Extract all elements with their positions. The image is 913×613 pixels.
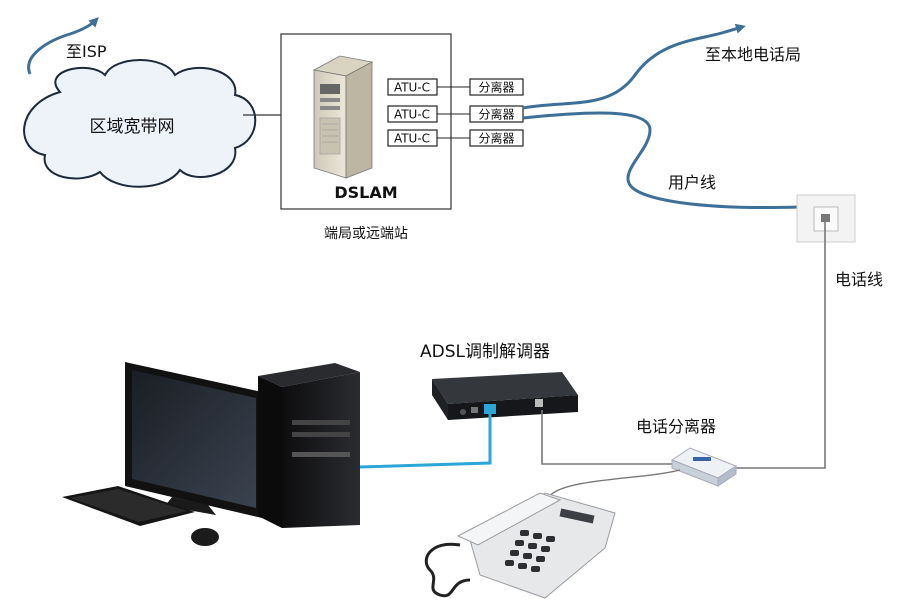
atu-c-box-3: ATU-C: [387, 129, 438, 147]
splitter-label: 分离器: [478, 131, 514, 146]
atu-c-label: ATU-C: [394, 108, 430, 122]
to-isp-label: 至ISP: [66, 42, 107, 61]
user-line-label: 用户线: [668, 173, 716, 192]
phone-splitter-label: 电话分离器: [636, 417, 716, 436]
wan-label: 区域宽带网: [90, 117, 175, 137]
atu-c-box-1: ATU-C: [387, 78, 438, 96]
mouse-icon: [191, 528, 219, 546]
splitter-box-3: 分离器: [469, 129, 524, 147]
splitter-label: 分离器: [478, 107, 514, 122]
splitter-box-1: 分离器: [469, 78, 524, 96]
to-local-exchange-label: 至本地电话局: [705, 45, 801, 64]
atu-c-box-2: ATU-C: [387, 105, 438, 123]
dslam-server-icon: [312, 55, 374, 179]
phone-line-label: 电话线: [835, 270, 883, 289]
phone-line-wire: [732, 222, 826, 469]
wall-jack-icon: [796, 194, 856, 243]
pc-tower-icon: [258, 363, 360, 528]
modem-splitter-wire: [541, 410, 675, 465]
atu-c-label: ATU-C: [394, 81, 430, 95]
dslam-label: DSLAM: [334, 183, 397, 202]
station-label: 端局或远端站: [324, 226, 408, 242]
phone-splitter-icon: [670, 447, 738, 487]
telephone-icon: [424, 492, 616, 599]
splitter-phone-wire: [547, 469, 681, 499]
ethernet-plug: [484, 404, 496, 414]
splitter-label: 分离器: [478, 80, 514, 95]
adsl-modem-label: ADSL调制解调器: [420, 342, 550, 362]
wan-cloud: 区域宽带网: [23, 59, 257, 188]
atu-c-label: ATU-C: [394, 132, 430, 146]
splitter-box-2: 分离器: [469, 105, 524, 123]
to-exchange-line: [522, 23, 746, 110]
monitor-icon: [125, 362, 262, 518]
isp-arrow: [27, 17, 99, 75]
ethernet-cable: [359, 412, 492, 469]
adsl-modem-icon: [432, 372, 578, 420]
keyboard-icon: [62, 486, 195, 526]
user-line: [522, 111, 801, 210]
